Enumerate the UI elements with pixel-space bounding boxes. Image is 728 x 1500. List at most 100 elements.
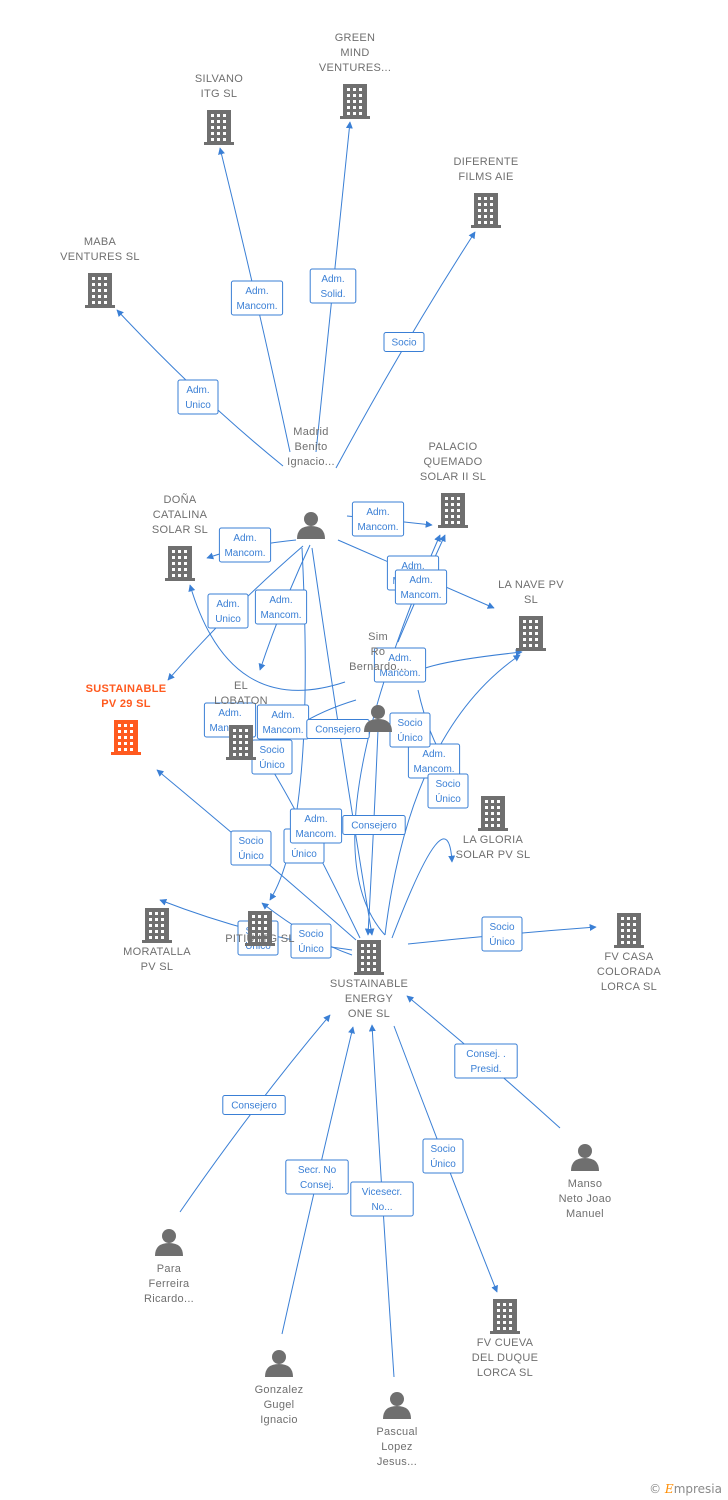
relation-label-text: Socio [430, 1144, 455, 1155]
node-green[interactable]: GREENMINDVENTURES... [319, 32, 391, 119]
relation-label[interactable]: Adm.Mancom. [230, 280, 284, 316]
relation-label-box [454, 1043, 518, 1079]
relation-label-text: Único [298, 942, 324, 955]
relation-label-text: Único [238, 849, 264, 862]
relation-label[interactable]: Adm.Mancom. [218, 527, 272, 563]
node-label: Bernardo... [349, 661, 407, 673]
node-label: LA GLORIA [463, 834, 524, 846]
relation-label[interactable]: Socio [383, 332, 425, 352]
relation-label[interactable]: Adm.Unico [177, 379, 219, 415]
node-label: Ricardo... [144, 1293, 194, 1305]
person-icon [265, 1350, 293, 1377]
relation-label[interactable]: Adm.Mancom. [394, 569, 448, 605]
node-para[interactable]: ParaFerreiraRicardo... [144, 1229, 194, 1305]
relation-label-text: Secr. No [298, 1165, 337, 1176]
relation-label[interactable]: Vicesecr.No... [350, 1181, 414, 1217]
relation-label[interactable]: Adm.Unico [207, 593, 249, 629]
node-label: EL [234, 680, 248, 692]
node-madrid[interactable]: MadridBenitoIgnacio... [287, 426, 335, 539]
node-label: PV 29 SL [101, 698, 150, 710]
building-icon [85, 273, 115, 308]
relation-label-box [290, 923, 332, 959]
relation-edge [391, 838, 456, 939]
relation-label[interactable]: Consejero [306, 719, 370, 739]
node-label: Gonzalez [255, 1384, 304, 1396]
relation-label-text: Adm. [321, 274, 344, 285]
relation-label[interactable]: Consejero [222, 1095, 286, 1115]
node-label: DEL DUQUE [472, 1352, 538, 1364]
relation-label[interactable]: Adm.Mancom. [407, 743, 461, 779]
relation-label-box [309, 268, 357, 304]
node-label: FV CUEVA [477, 1337, 534, 1349]
node-label: Manuel [566, 1208, 604, 1220]
node-label: Lopez [381, 1441, 412, 1453]
relation-label-box [285, 1159, 349, 1195]
brand-footer[interactable]: © Empresia [649, 1482, 722, 1496]
relation-label[interactable]: Adm.Mancom. [254, 589, 308, 625]
node-label: FILMS AIE [458, 171, 513, 183]
node-simon[interactable]: SimRoBernardo... [349, 631, 407, 732]
node-pitiu[interactable]: PITIU ITG SL [225, 911, 295, 946]
person-icon [571, 1144, 599, 1171]
relation-label-text: Adm. [422, 749, 445, 760]
node-moratalla[interactable]: MORATALLA PV SL [123, 908, 191, 973]
relation-label[interactable]: Adm.Mancom. [256, 704, 310, 740]
relation-label-box [342, 815, 406, 835]
node-label: CATALINA [153, 509, 208, 521]
relation-edge [354, 534, 441, 936]
relation-label-text: Único [397, 731, 423, 744]
brand-initial: E [664, 1482, 674, 1496]
node-label: FV CASA [604, 951, 654, 963]
relation-edge [188, 584, 346, 691]
node-label: Manso [568, 1178, 603, 1190]
node-pascual[interactable]: PascualLopezJesus... [376, 1392, 417, 1468]
relation-label[interactable]: Consej. .Presid. [454, 1043, 518, 1079]
relation-label[interactable]: Adm.Mancom. [351, 501, 405, 537]
building-icon [204, 110, 234, 145]
relation-label-box [394, 569, 448, 605]
relation-label-text: Único [489, 935, 515, 948]
relation-label[interactable]: Adm.Mancom. [289, 808, 343, 844]
relation-label-box [422, 1138, 464, 1174]
relation-label-text: Socio [435, 779, 460, 790]
relation-label-box [350, 1181, 414, 1217]
node-label: PV SL [141, 961, 174, 973]
relation-label-text: Adm. [401, 561, 424, 572]
relation-label-text: Mancom. [262, 725, 303, 736]
relation-label[interactable]: Consejero [342, 815, 406, 835]
relation-label[interactable]: Adm.Solid. [309, 268, 357, 304]
relation-label-text: Adm. [218, 708, 241, 719]
building-icon [165, 546, 195, 581]
node-label: Pascual [376, 1426, 417, 1438]
node-label: SUSTAINABLE [330, 978, 408, 990]
relation-label[interactable]: Adm.Mancom. [373, 647, 427, 683]
relation-label-text: Mancom. [224, 548, 265, 559]
relation-label-text: Único [291, 847, 317, 860]
node-label: MORATALLA [123, 946, 191, 958]
relation-label-box [222, 1095, 286, 1115]
relation-label-text: Mancom. [236, 301, 277, 312]
